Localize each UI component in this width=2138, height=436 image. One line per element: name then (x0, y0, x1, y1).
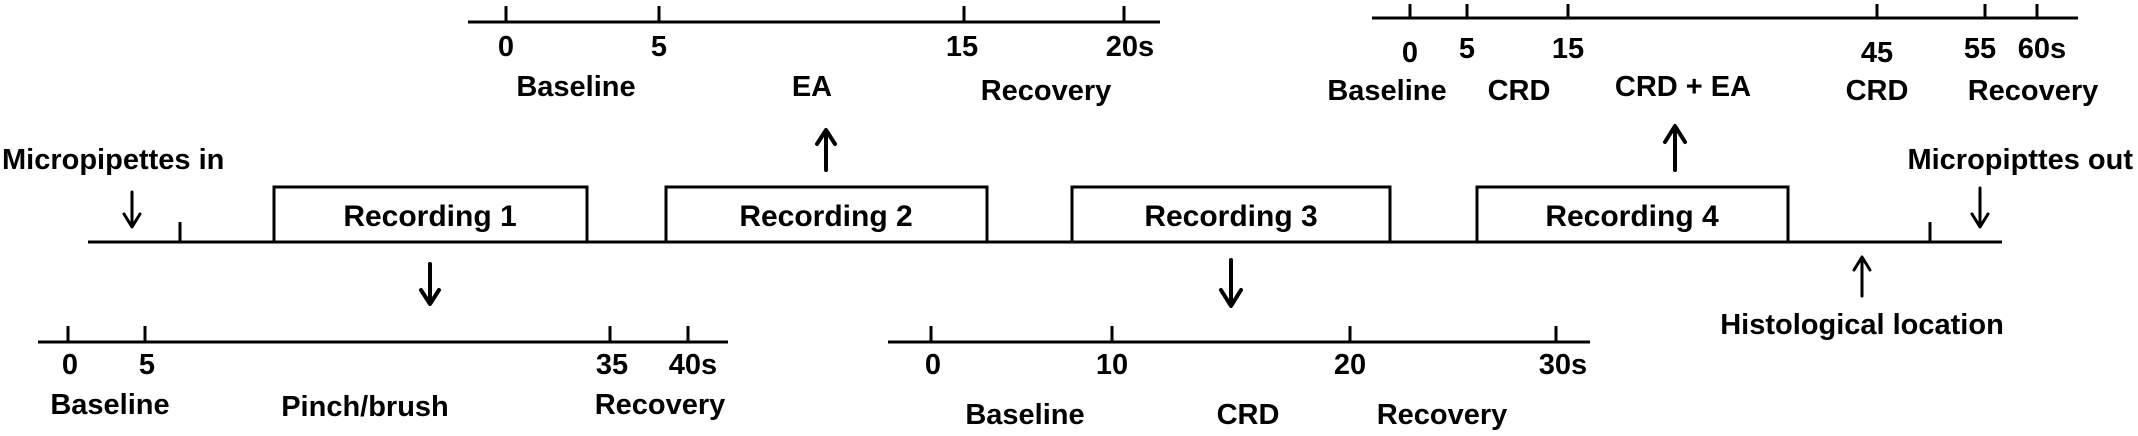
recording-4-protocol: 0 5 15 45 55 60s Baseline CRD CRD + EA C… (1327, 4, 2098, 107)
phase-label: CRD + EA (1615, 71, 1751, 103)
micropipettes-out-arrow-icon (1970, 186, 1990, 229)
phase-label: CRD (1846, 75, 1909, 107)
recording-4-box: Recording 4 (1475, 185, 1790, 244)
recording-4-label: Recording 4 (1545, 200, 1719, 233)
tick-label: 10 (1096, 349, 1128, 381)
recording-2-protocol: 0 5 15 20s Baseline EA Recovery (468, 6, 1160, 107)
recording-3-protocol: 0 10 20 30s Baseline CRD Recovery (888, 326, 1590, 431)
histological-location-arrow-icon (1852, 255, 1872, 298)
tick-label: 0 (1402, 37, 1418, 69)
tick-label: 5 (139, 349, 155, 381)
phase-label: Baseline (1327, 75, 1446, 107)
tick-label: 20 (1334, 349, 1366, 381)
phase-label: Baseline (50, 389, 169, 421)
recording-3-down-arrow-icon (1219, 258, 1243, 308)
phase-label: Recovery (1377, 399, 1508, 431)
phase-label: Pinch/brush (281, 391, 449, 423)
recording-1-down-arrow-icon (419, 262, 441, 306)
tick-label: 40s (669, 349, 717, 381)
recording-4-up-arrow-icon (1663, 124, 1687, 172)
phase-label: Recovery (981, 75, 1112, 107)
recording-3-box: Recording 3 (1070, 185, 1392, 244)
recording-1-box: Recording 1 (272, 185, 589, 244)
tick-label: 0 (925, 349, 941, 381)
tick-label: 45 (1861, 37, 1893, 69)
recording-3-label: Recording 3 (1144, 200, 1317, 233)
recording-1-protocol: 0 5 35 40s Baseline Pinch/brush Recovery (38, 326, 728, 423)
recording-2-box: Recording 2 (664, 185, 989, 244)
tick-label: 60s (2018, 33, 2066, 65)
micropipettes-out-label: Micropipttes out (1907, 144, 2133, 176)
tick-label: 0 (498, 31, 514, 63)
tick-label: 5 (1459, 33, 1475, 65)
phase-label: Baseline (965, 399, 1084, 431)
tick-label: 15 (1552, 33, 1584, 65)
tick-label: 55 (1964, 33, 1996, 65)
phase-label: Baseline (516, 71, 635, 103)
tick-label: 20s (1106, 31, 1154, 63)
tick-label: 0 (62, 349, 78, 381)
micropipettes-in-label: Micropipettes in (2, 144, 224, 176)
phase-label: Recovery (1968, 75, 2099, 107)
phase-label: CRD (1488, 75, 1551, 107)
tick-label: 30s (1539, 349, 1587, 381)
recording-1-label: Recording 1 (343, 200, 516, 233)
recording-2-up-arrow-icon (815, 128, 837, 172)
phase-label: CRD (1217, 399, 1280, 431)
tick-label: 35 (596, 349, 628, 381)
tick-label: 15 (946, 31, 978, 63)
phase-label: Recovery (595, 389, 726, 421)
micropipettes-in-arrow-icon (122, 190, 142, 229)
recording-2-label: Recording 2 (739, 200, 912, 233)
phase-label: EA (792, 71, 832, 103)
histological-location-label: Histological location (1720, 309, 2004, 341)
main-timeline: Micropipettes in Micropipttes out Histol… (2, 144, 2133, 341)
tick-label: 5 (651, 31, 667, 63)
